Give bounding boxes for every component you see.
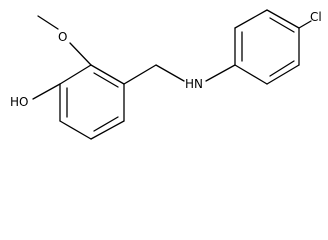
bond-ch2-nitrogen: [155, 64, 185, 82]
bond-ring-chlorine: [298, 20, 312, 29]
bond-ring2-c: [266, 9, 300, 29]
bond-ring2-e: [266, 64, 300, 85]
bond-ring2-double-2: [269, 17, 295, 33]
bond-methyl-oxygen: [37, 15, 59, 30]
bond-ring1-c: [90, 120, 125, 140]
molecule-drawing: O HO HN Cl: [10, 9, 322, 140]
bond-ring2-f: [234, 64, 268, 85]
hydroxyl-label: HO: [10, 95, 28, 109]
structure-diagram: O HO HN Cl: [10, 9, 322, 140]
atom-labels: O HO HN Cl: [10, 10, 322, 109]
bond-ring1-f: [59, 64, 92, 85]
bond-ring1-double-1: [93, 72, 119, 88]
chlorine-label: Cl: [310, 10, 322, 24]
bonds: [32, 9, 312, 140]
bond-ring1-double-2: [93, 116, 119, 132]
bond-ring2-b: [234, 9, 268, 29]
bond-oxygen-ring: [69, 42, 92, 66]
oxygen-label: O: [58, 30, 67, 44]
bond-ring-hydroxyl: [32, 83, 61, 100]
bond-ring1-a: [90, 64, 125, 85]
bond-ring2-double-3: [269, 60, 295, 77]
bond-nitrogen-ring: [205, 64, 236, 82]
bond-ring-ch2: [123, 64, 157, 85]
bond-ring1-d: [59, 120, 92, 140]
amine-label: HN: [185, 77, 203, 91]
